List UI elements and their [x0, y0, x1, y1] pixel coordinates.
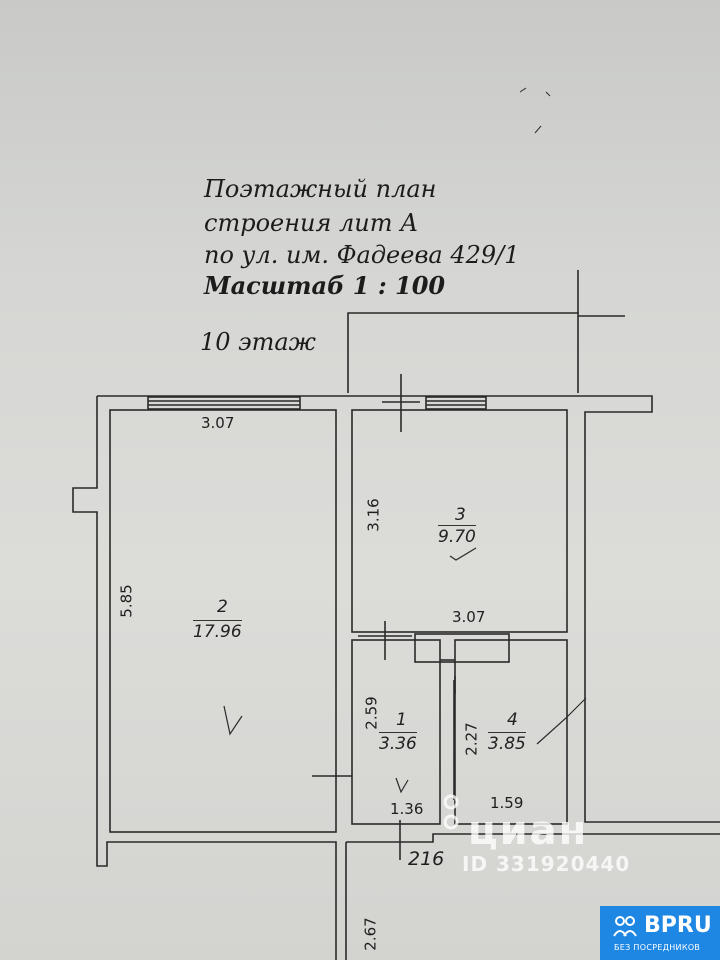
- room-2-area: 17.96: [193, 620, 242, 642]
- pencil-mark-3: [534, 125, 542, 134]
- room-2-outline: [109, 409, 337, 833]
- window-room-2: [147, 396, 301, 410]
- outer-wall-left: [72, 396, 337, 960]
- room-1-number: 1: [396, 710, 407, 730]
- dim-room-4-width: 1.59: [490, 794, 524, 812]
- room-3-area: 9.70: [438, 525, 476, 547]
- room-4-number: 4: [507, 710, 518, 730]
- badge-tagline: БЕЗ ПОСРЕДНИКОВ: [614, 943, 701, 952]
- dim-lower-height: 2.67: [361, 917, 380, 951]
- niche: [414, 633, 510, 663]
- outer-wall-lower: [346, 833, 585, 843]
- room-2-number: 2: [217, 597, 228, 617]
- dim-bottom-width: 216: [408, 848, 445, 870]
- dim-room-1-height: 2.59: [362, 696, 381, 730]
- plan-title-line-1: Поэтажный план: [204, 175, 437, 203]
- cian-watermark-name: циан: [468, 808, 589, 854]
- plan-title-line-3: по ул. им. Фадеева 429/1: [204, 241, 520, 269]
- dim-room-2-width: 3.07: [201, 414, 235, 432]
- plan-scale: Масштаб 1 : 100: [204, 271, 446, 300]
- room-1-area: 3.36: [379, 732, 417, 754]
- floor-label: 10 этаж: [200, 328, 316, 356]
- dim-room-4-height: 2.27: [462, 722, 481, 756]
- corridor-outline: [347, 312, 579, 393]
- check-mark-room-1: [395, 777, 409, 794]
- room-1-outline: [351, 639, 441, 825]
- badge-name: BPRU: [644, 913, 712, 938]
- room-3-outline: [351, 409, 568, 633]
- plan-title-line-2: строения лит А: [204, 209, 419, 237]
- check-mark-room-4: [536, 697, 587, 745]
- check-mark-room-2: [223, 705, 243, 736]
- dim-room-3-height: 3.16: [364, 498, 383, 532]
- window-room-3: [425, 396, 487, 410]
- check-mark-room-3: [449, 547, 477, 561]
- cian-watermark-id: ID 331920440: [462, 852, 631, 876]
- pencil-mark-2: [545, 91, 551, 97]
- cian-logo-icon: [443, 794, 459, 830]
- room-4-area: 3.85: [488, 732, 526, 754]
- pencil-mark-1: [519, 87, 527, 93]
- outer-wall: [97, 395, 720, 823]
- dim-room-2-height: 5.85: [117, 584, 136, 618]
- bpru-badge[interactable]: BPRU БЕЗ ПОСРЕДНИКОВ: [600, 906, 720, 960]
- room-4-outline: [454, 639, 568, 825]
- dim-room-1-width: 1.36: [390, 800, 424, 818]
- room-3-number: 3: [455, 505, 466, 525]
- dim-room-3-width: 3.07: [452, 608, 486, 626]
